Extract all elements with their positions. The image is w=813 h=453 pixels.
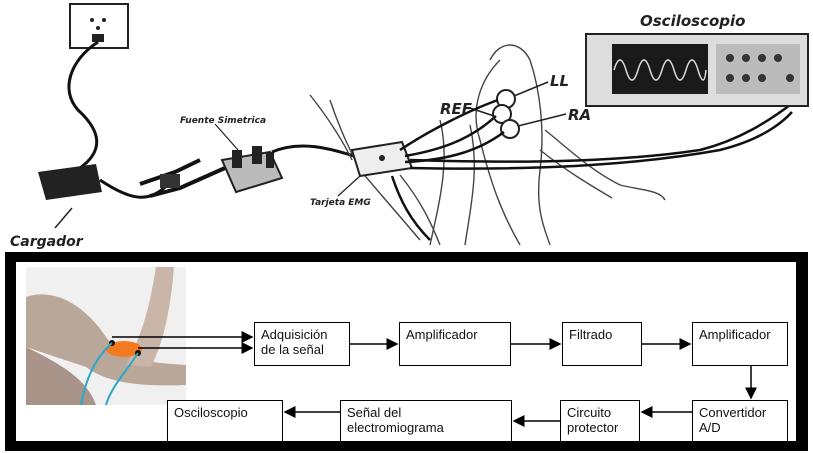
wall-outlet: [69, 3, 129, 49]
power-supply-label: Fuente Simetrica: [180, 116, 267, 126]
ra-label: RA: [568, 106, 592, 124]
setup-illustration: Osciloscopio LL REF RA Fuente Simetrica …: [10, 3, 809, 250]
oscilloscope-label: Osciloscopio: [640, 12, 746, 30]
setup-sketch: [38, 3, 809, 246]
ll-label: LL: [550, 72, 570, 90]
filter-block: Filtrado: [562, 322, 642, 366]
amplifier-block-2: Amplificador: [692, 322, 788, 366]
emg-signal-block: Señal del electromiograma: [340, 400, 512, 442]
board-cable: [271, 144, 361, 160]
power-supply: [220, 146, 284, 194]
charger-pointer: [54, 207, 73, 229]
oscilloscope-block: Osciloscopio: [167, 400, 283, 442]
adc-block: Convertidor A/D: [692, 400, 788, 442]
protection-circuit-block: Circuito protector: [560, 400, 640, 442]
electrodes: [469, 81, 567, 139]
block-diagram-panel: Adquisición de la señal Amplificador Fil…: [14, 260, 798, 443]
power-supply-pointer: [214, 123, 239, 151]
power-cable: [67, 40, 99, 170]
charger-label: Cargador: [10, 234, 83, 250]
arm-muscle-image: [26, 267, 186, 406]
amplifier-block-1: Amplificador: [399, 322, 511, 366]
acquisition-block: Adquisición de la señal: [254, 322, 350, 366]
person-sketch: [309, 44, 666, 246]
charger: [38, 164, 172, 200]
block-diagram: Adquisición de la señal Amplificador Fil…: [5, 252, 808, 451]
emg-board-label: Tarjeta EMG: [310, 198, 371, 208]
signal-cables: [390, 98, 793, 241]
oscilloscope-device: [585, 33, 809, 107]
connector-cables: [139, 158, 226, 198]
ref-label: REF: [440, 100, 473, 118]
board-pointer: [337, 175, 361, 197]
